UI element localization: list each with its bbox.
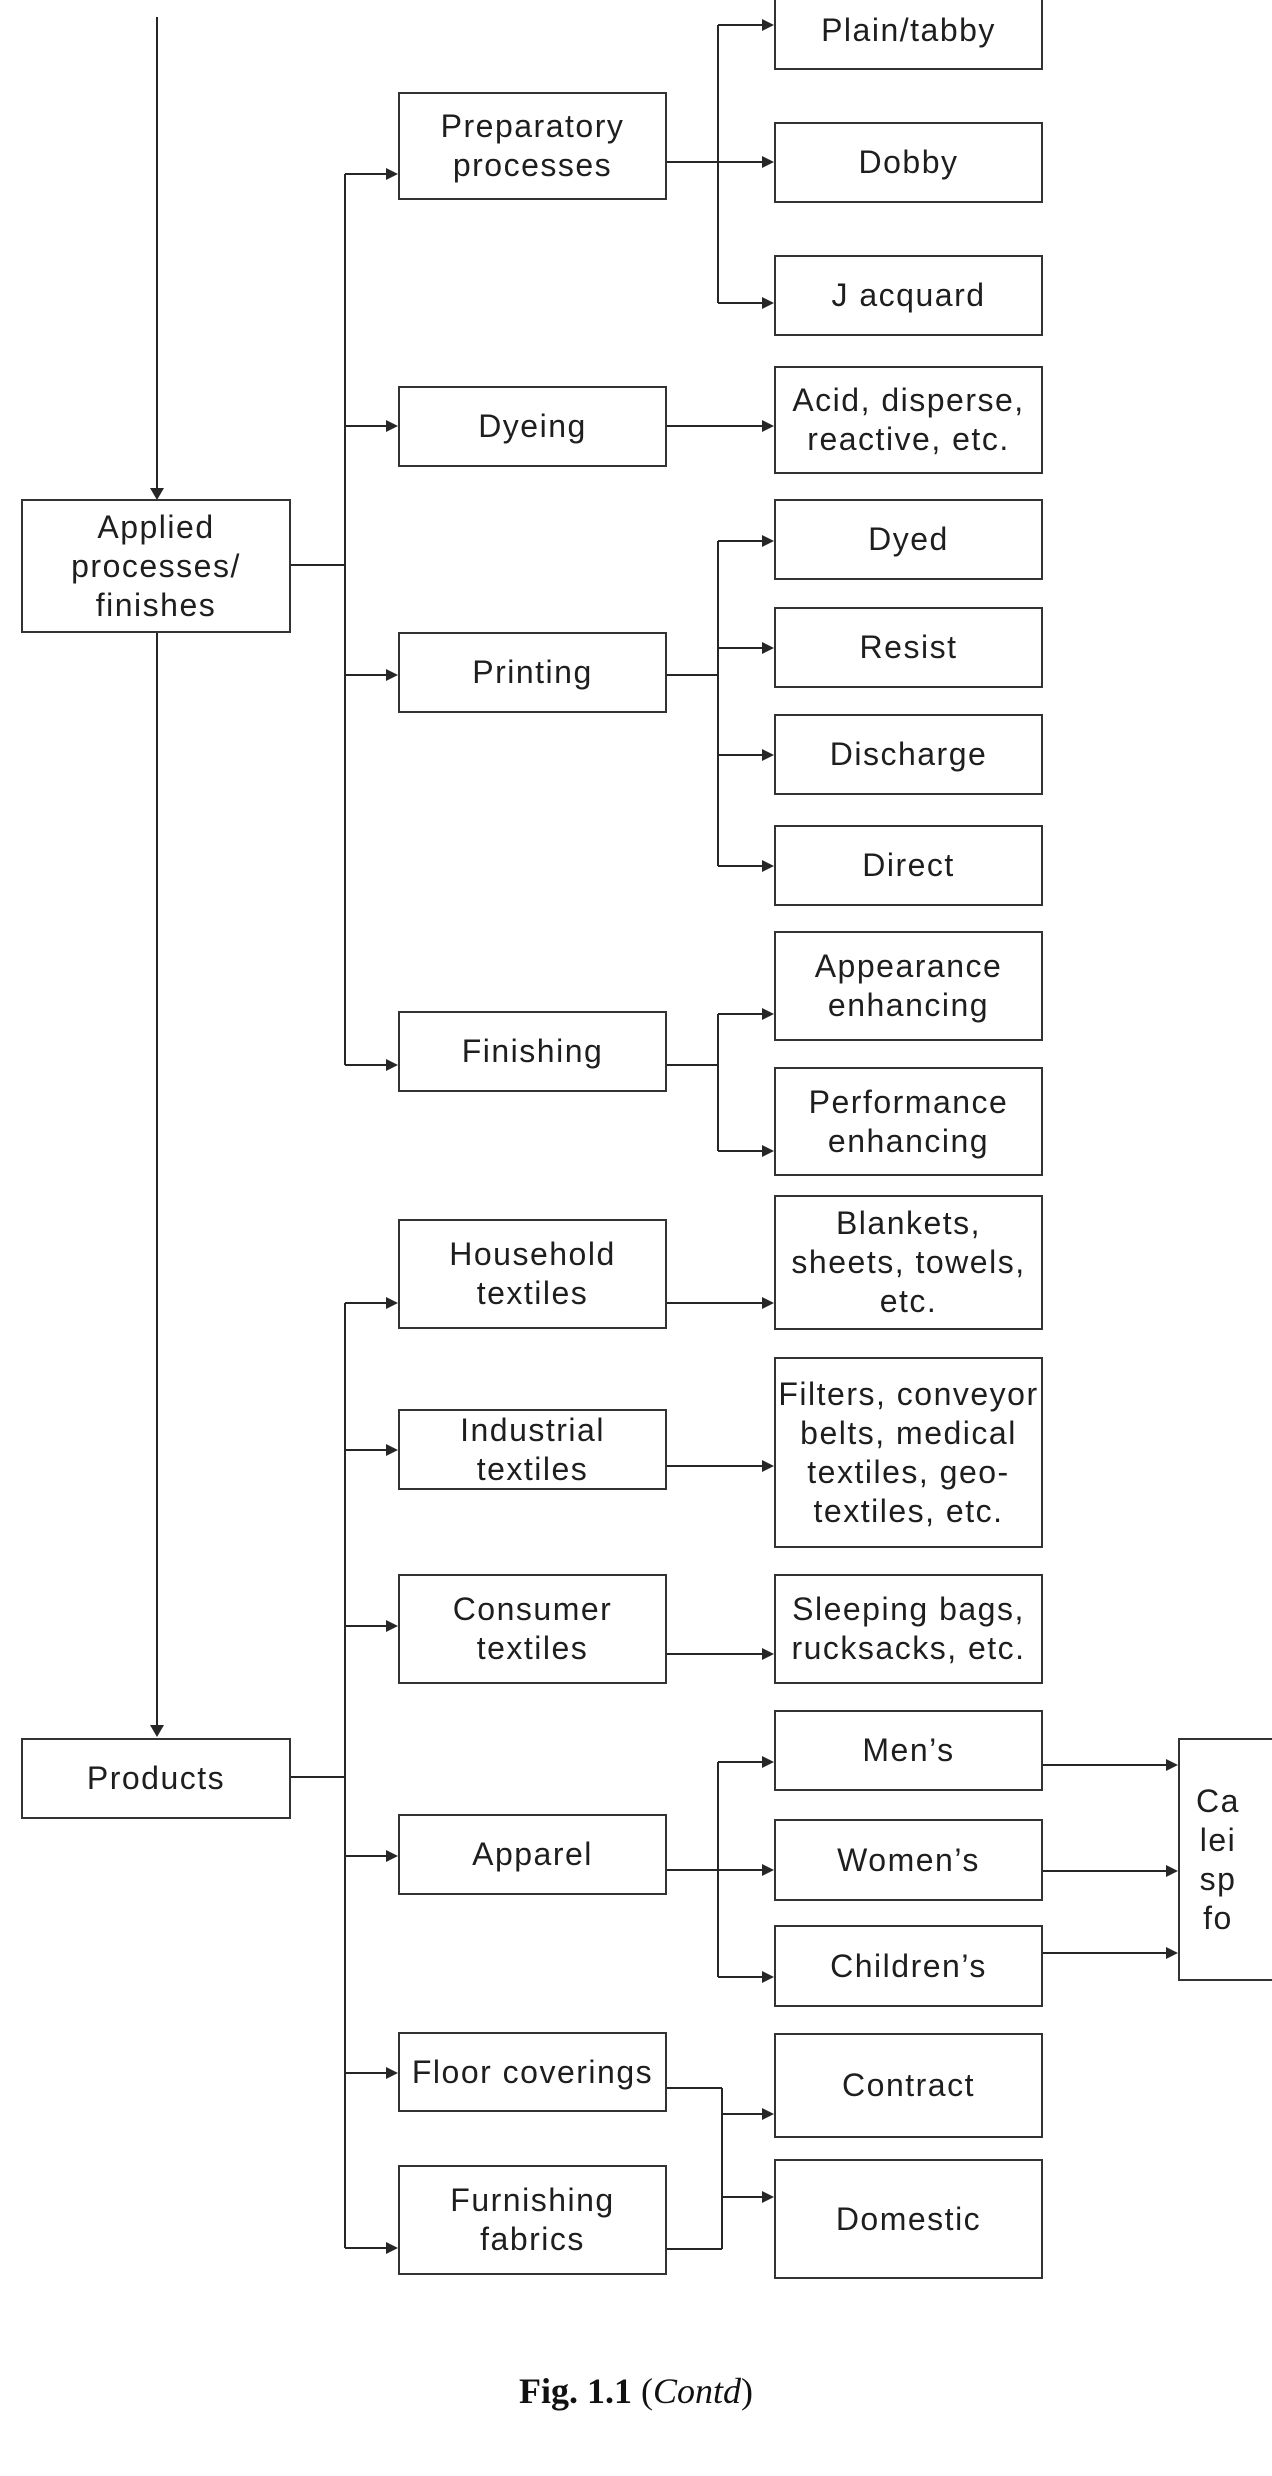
- household-examples-box: Blankets, sheets, towels, etc.: [774, 1195, 1043, 1330]
- childrens-box: Children’s: [774, 1925, 1043, 2007]
- industrial-examples-box: Filters, conveyor belts, medical textile…: [774, 1357, 1043, 1548]
- preparatory-processes-box: Preparatory processes: [398, 92, 667, 200]
- contract-box: Contract: [774, 2033, 1043, 2138]
- floor-coverings-box: Floor coverings: [398, 2032, 667, 2112]
- appearance-enhancing-box: Appearance enhancing: [774, 931, 1043, 1041]
- apparel-categories-text: Ca lei sp fo: [1196, 1782, 1240, 1936]
- dye-types-box: Acid, disperse, reactive, etc.: [774, 366, 1043, 474]
- figure-caption: Fig. 1.1 (Contd): [0, 2370, 1272, 2412]
- printing-box: Printing: [398, 632, 667, 713]
- dyeing-box: Dyeing: [398, 386, 667, 467]
- consumer-textiles-box: Consumer textiles: [398, 1574, 667, 1684]
- applied-processes-box: Applied processes/ finishes: [21, 499, 291, 633]
- jacquard-box: J acquard: [774, 255, 1043, 336]
- products-box: Products: [21, 1738, 291, 1819]
- caption-open-paren: (: [631, 2371, 653, 2411]
- plain-tabby-box: Plain/tabby: [774, 0, 1043, 70]
- household-textiles-box: Household textiles: [398, 1219, 667, 1329]
- caption-contd: Contd: [652, 2371, 741, 2411]
- direct-box: Direct: [774, 825, 1043, 906]
- womens-box: Women’s: [774, 1819, 1043, 1901]
- caption-close-paren: ): [741, 2371, 753, 2411]
- industrial-textiles-box: Industrial textiles: [398, 1409, 667, 1490]
- finishing-box: Finishing: [398, 1011, 667, 1092]
- apparel-box: Apparel: [398, 1814, 667, 1895]
- dobby-box: Dobby: [774, 122, 1043, 203]
- apparel-categories-box: Ca lei sp fo: [1178, 1738, 1272, 1981]
- discharge-box: Discharge: [774, 714, 1043, 795]
- resist-box: Resist: [774, 607, 1043, 688]
- domestic-box: Domestic: [774, 2159, 1043, 2279]
- furnishing-fabrics-box: Furnishing fabrics: [398, 2165, 667, 2275]
- consumer-examples-box: Sleeping bags, rucksacks, etc.: [774, 1574, 1043, 1684]
- mens-box: Men’s: [774, 1710, 1043, 1791]
- figure-number: Fig. 1.1: [518, 2371, 632, 2411]
- performance-enhancing-box: Performance enhancing: [774, 1067, 1043, 1176]
- dyed-box: Dyed: [774, 499, 1043, 580]
